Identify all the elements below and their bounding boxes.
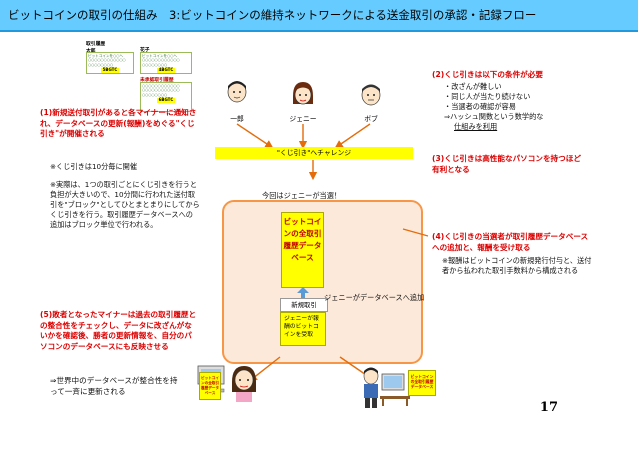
small-ledger-box: ビットコインの全取引履歴データベース [199, 372, 221, 400]
ledger-bottom-btc: 6BGTC [156, 97, 176, 103]
ledger-diagram: 取引履歴 太郎 花子 ビットコインを○○へ○○○○○○○○○○○○○○○○○○○… [86, 40, 194, 114]
title-bar [0, 0, 638, 32]
slide-title: ビットコインの取引の仕組み 3:ビットコインの維持ネットワークによる送金取引の承… [8, 8, 537, 22]
ledger-right-btc: 4BGTC [156, 67, 176, 73]
note1-sub1: ※くじ引きは10分毎に開催 [50, 162, 138, 171]
ledger-mid-head: 未承認取引履歴 [140, 78, 174, 83]
person-bob-icon [361, 84, 381, 106]
challenge-bar: "くじ引き"へチャレンジ [215, 147, 413, 159]
note4-heading: (4)くじ引きの当選者が取引履歴データベースへの追加と、報酬を受け取る [432, 232, 589, 252]
note3-heading: (3)くじ引きは高性能なパソコンを持つほど有利となる [432, 154, 581, 174]
challenge-arrows [236, 123, 371, 180]
note2-item: ⇒ハッシュ関数という数学的な [444, 112, 544, 121]
ledger-panel-left: ビットコインを○○へ○○○○○○○○○○○○○○○○○○○○ 5BGTC [86, 52, 134, 74]
small-ledger-box: ビットコインの全取引履歴データベース [408, 370, 436, 396]
note4-pointer [402, 228, 429, 237]
new-tx-label: 新規取引 [280, 298, 328, 312]
note2-list: ・改ざんが難しい ・同じ人が当たり続けない ・当選者の確認が容易 ⇒ハッシュ関数… [444, 82, 594, 132]
note5-sub: ⇒世界中のデータベースが整合性を持って一斉に更新される [50, 376, 178, 396]
person-label-bob: ボブ [364, 115, 378, 123]
new-tx-up-arrow [297, 287, 309, 299]
note4-sub: ※報酬はビットコインの新規発行付与と、送付者から払われた取引手数料から構成される [442, 256, 592, 275]
page-number: 17 [539, 400, 558, 415]
note1-heading: (1)新規送付取引があると各マイナーに通知され、データベースの更新(報酬)をめぐ… [40, 108, 197, 138]
ledger-panel-right: ビットコインを○○へ○○○○○○○○○○○○○○○○○○○○ 4BGTC [140, 52, 192, 74]
new-tx-body: ジェニーが報酬のビットコインを受取 [280, 312, 326, 346]
miner-man-icon [363, 367, 379, 408]
person-label-jenny: ジェニー [289, 115, 317, 123]
note2-heading: (2)くじ引きは以下の条件が必要 [432, 70, 543, 79]
ledger-right-head: 花子 [140, 48, 150, 53]
note5-heading: (5)敗者となったマイナーは過去の取引履歴との整合性をチェックし、データに改ざん… [40, 310, 197, 351]
desk-pc-icon [380, 373, 410, 406]
note1-sub2: ※実際は、1つの取引ごとにくじ引きを行うと負担が大きいので、10分間に行われた送… [50, 180, 200, 229]
note2-item: ・改ざんが難しい [444, 82, 502, 91]
miner-woman-icon [232, 366, 256, 402]
note2-item: ・同じ人が当たり続けない [444, 92, 531, 101]
note2-item: ・当選者の確認が容易 [444, 102, 516, 111]
winner-text: 今回はジェニーが当選！ [262, 191, 342, 200]
person-jenny-icon [293, 82, 313, 105]
ledger-database-box: ビットコインの全取引履歴データベース [281, 212, 324, 288]
person-label-ichiro: 一郎 [230, 115, 244, 123]
note2-item: 仕組みを利用 [454, 122, 498, 131]
ledger-left-btc: 5BGTC [100, 67, 120, 73]
ledger-left-head: 取引履歴 太郎 [86, 42, 106, 54]
db-add-text: ジェニーがデータベースへ追加 [324, 293, 425, 302]
person-ichiro-icon [227, 81, 247, 103]
ledger-panel-bottom: ○○○○○○○○○○○○○○○○○○○○○○○○○○○○○○○○ 6BGTC [140, 82, 192, 112]
